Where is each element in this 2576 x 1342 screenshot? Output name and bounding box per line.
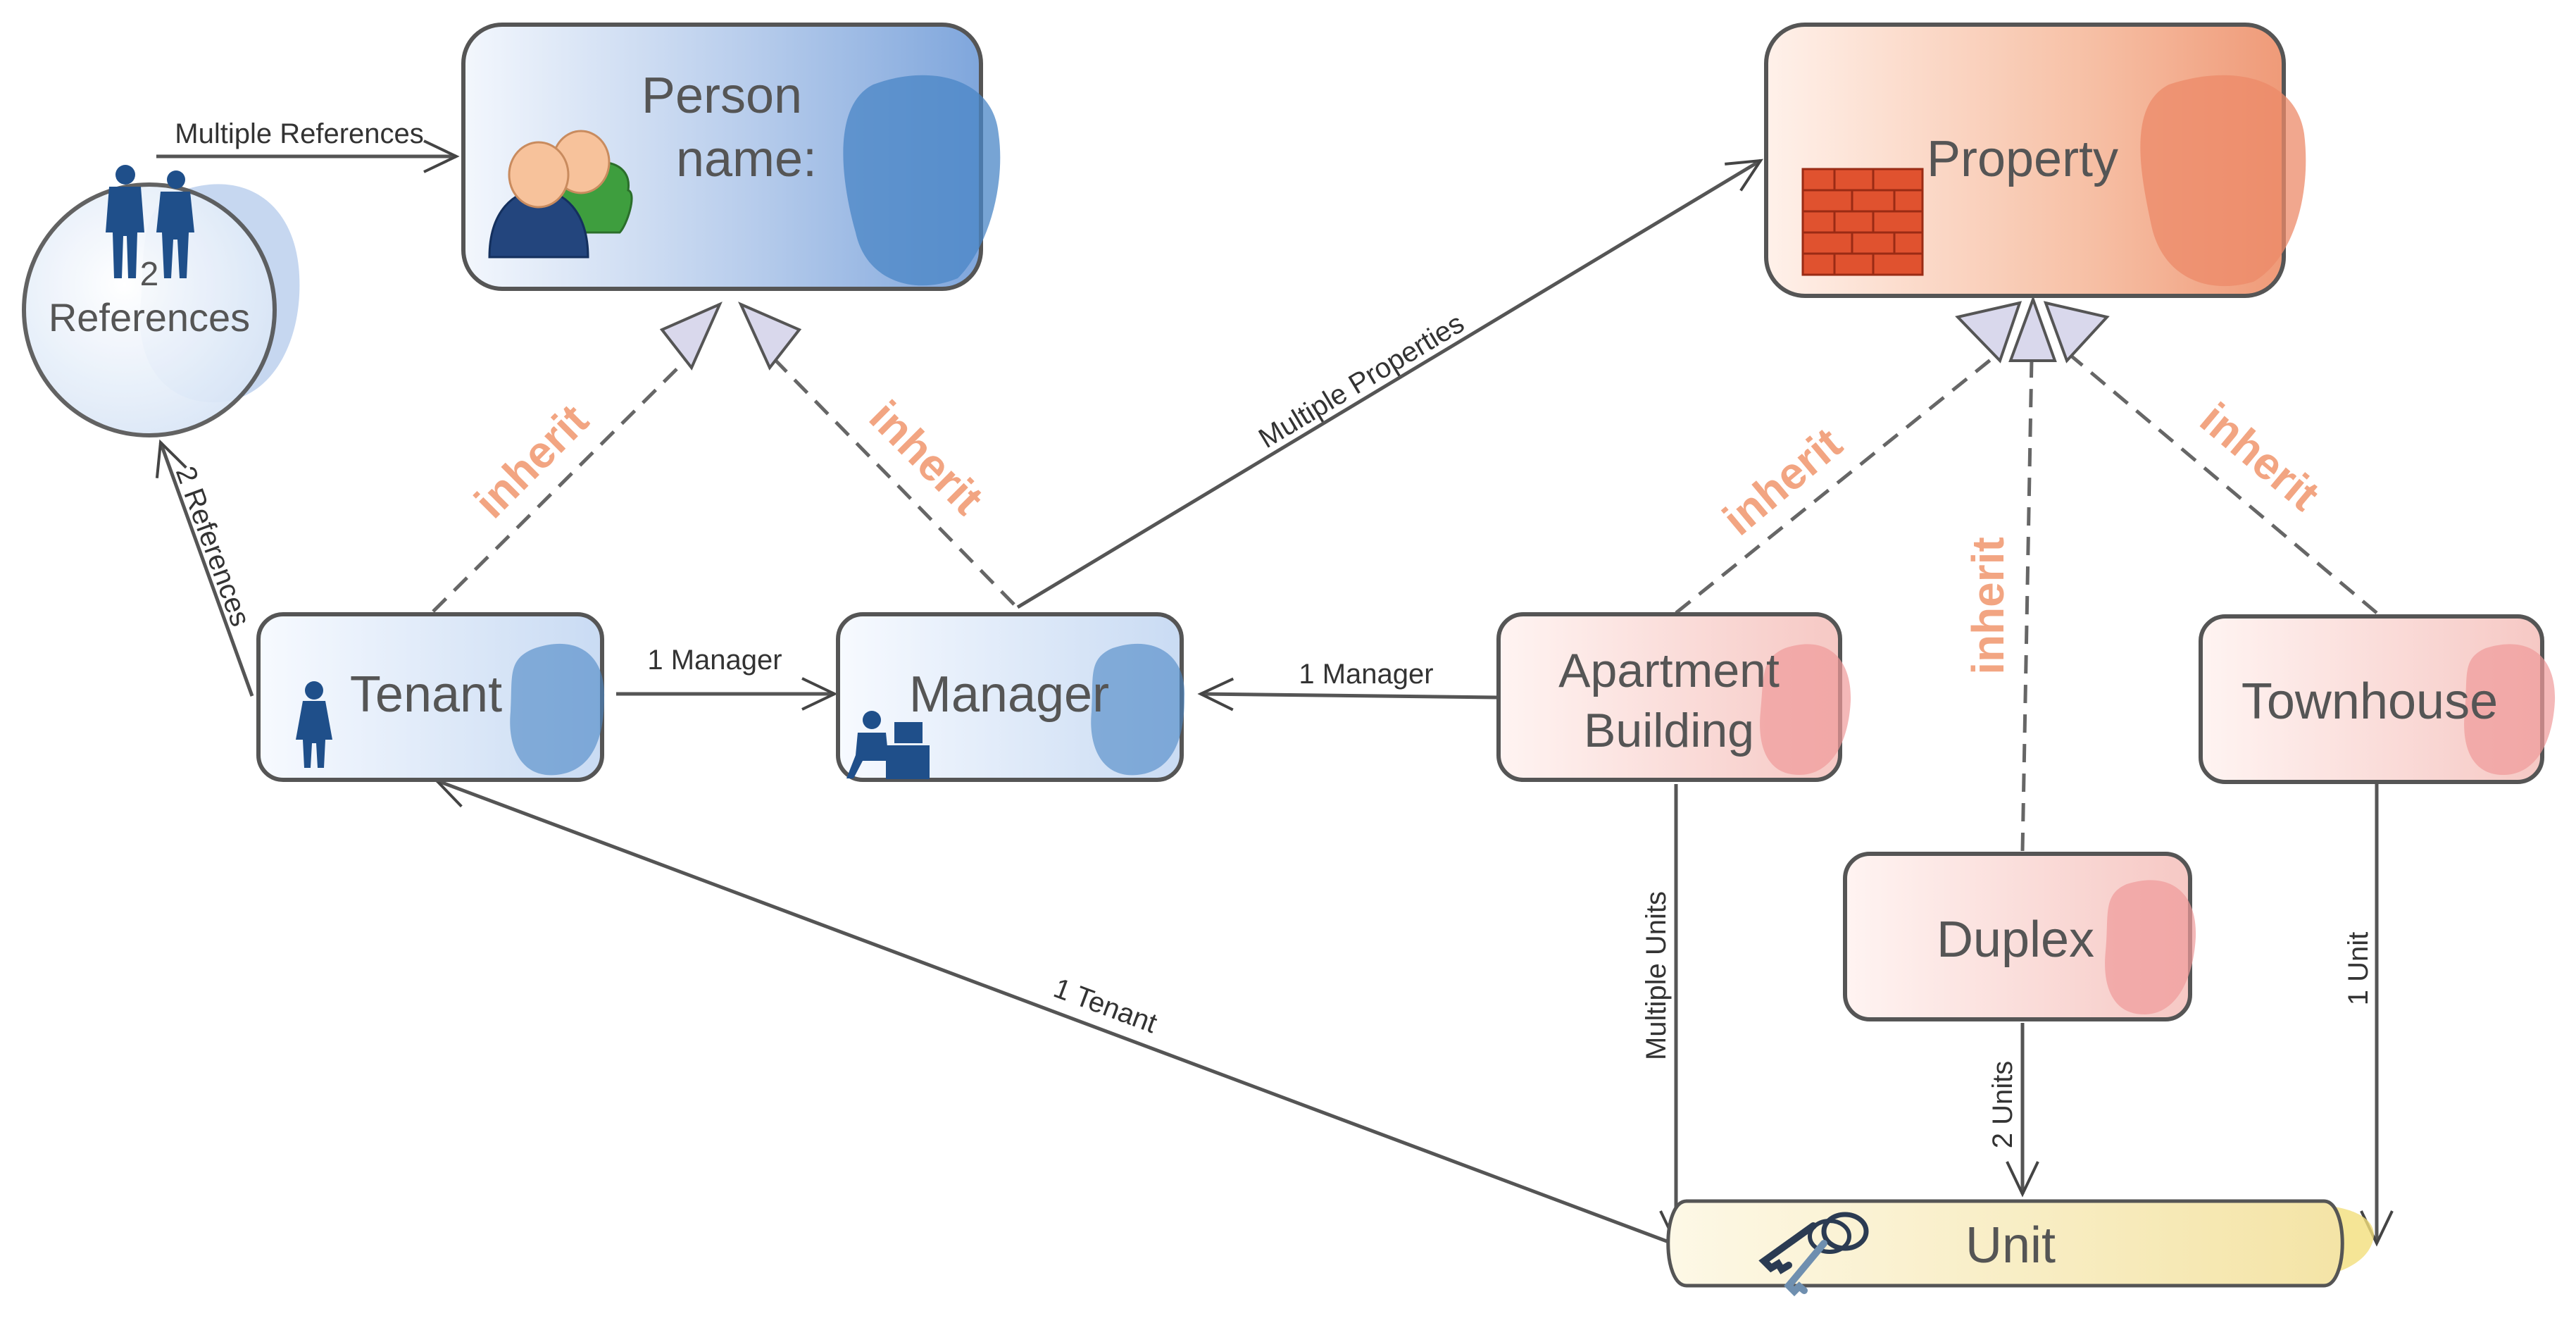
node-references: 2 References [22,165,300,437]
inherit-label-manager: inherit [860,391,993,524]
edge-tenant-references [155,439,254,697]
inherit-label-tenant: inherit [465,394,598,528]
label-one-unit: 1 Unit [2343,932,2374,1006]
inherit-triangles [659,295,2110,371]
person-title: Person [642,68,802,124]
inherit-edges [432,351,2378,852]
inherit-edge-apartment [1675,351,2001,614]
inherit-edge-tenant [432,351,695,613]
label-multiple-properties: Multiple Properties [1253,308,1470,454]
tenant-title: Tenant [350,666,502,723]
node-duplex: Duplex [1843,852,2196,1021]
inherit-triangle-manager [738,302,802,371]
inherit-triangle-duplex [2008,295,2057,362]
people-icon [488,130,633,259]
node-property: Property [1764,23,2306,298]
label-one-manager-apartment: 1 Manager [1299,659,1433,690]
duplex-title: Duplex [1937,912,2094,968]
inherit-edge-duplex [2020,359,2034,852]
node-unit: Unit [1666,1199,2374,1297]
label-two-units: 2 Units [1987,1061,2018,1149]
inherit-label-apartment: inherit [1713,418,1851,545]
node-person: Person name: [461,23,1001,291]
apartment-line1: Apartment [1558,644,1780,697]
keys-icon [1758,1212,1869,1297]
inherit-edge-townhouse [2065,351,2378,614]
inherit-triangle-townhouse [2043,301,2110,364]
edge-unit-tenant [433,776,1673,1245]
references-title: References [49,295,250,340]
node-manager: Manager [836,612,1185,782]
business-people-icon [106,165,194,278]
edge-manager-property [1016,159,1763,609]
manager-title: Manager [909,666,1109,723]
edge-apartment-manager [1197,677,1497,712]
inherit-triangle-tenant [659,302,723,371]
property-title: Property [1927,131,2118,187]
references-count: 2 [140,256,159,293]
townhouse-title: Townhouse [2242,673,2498,730]
inherit-label-duplex: inherit [1963,537,2013,675]
brick-wall-icon [1801,168,1924,276]
inherit-label-townhouse: inherit [2191,393,2329,521]
label-one-manager-tenant: 1 Manager [647,645,782,676]
woman-icon [296,681,332,768]
unit-title: Unit [1965,1217,2056,1274]
node-tenant: Tenant [256,612,605,782]
label-multiple-references: Multiple References [175,118,424,149]
apartment-line2: Building [1584,704,1754,757]
node-apartment-building: Apartment Building [1496,612,1851,782]
desk-worker-icon [846,711,930,779]
label-two-references: 2 References [170,462,256,630]
inherit-labels: inherit inherit inherit inherit inherit [465,391,2329,675]
label-multiple-units: Multiple Units [1641,891,1672,1060]
edges [155,139,2394,1247]
inherit-triangle-apartment [1955,301,2022,364]
person-subtitle: name: [676,131,817,187]
node-townhouse: Townhouse [2199,614,2556,784]
